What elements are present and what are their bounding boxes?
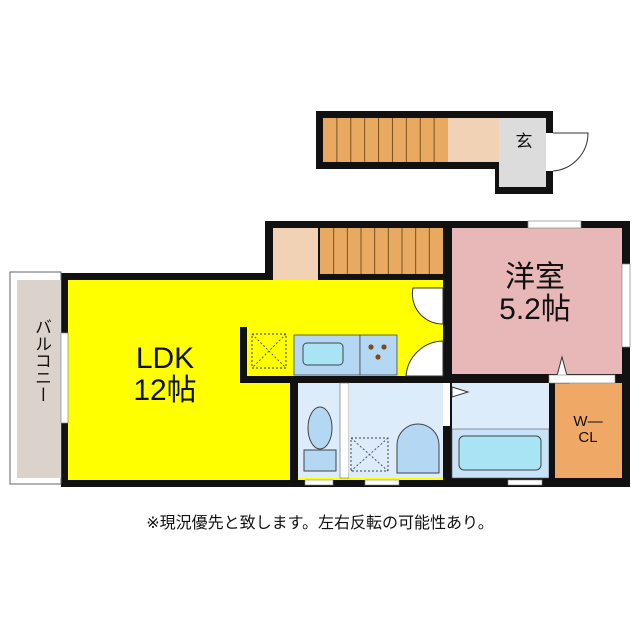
- ventilation-icon: [251, 333, 287, 369]
- window: [621, 263, 631, 348]
- landing-lower: [273, 228, 318, 280]
- window: [507, 479, 543, 486]
- landing-upper: [448, 118, 499, 162]
- ldk-size: 12帖: [133, 373, 197, 407]
- window: [304, 479, 334, 486]
- ldk-label: LDK 12帖: [100, 343, 230, 406]
- washbasin-icon: [396, 423, 440, 474]
- upper-stair-block: [316, 111, 589, 194]
- window: [527, 220, 582, 229]
- disclaimer-caption: ※現況優先と致します。左右反転の可能性あり。: [146, 513, 494, 532]
- entrance-area: [499, 118, 546, 187]
- western-room-label: 洋室 5.2帖: [470, 262, 600, 325]
- door-icon[interactable]: [405, 340, 444, 377]
- wcl-line2: CL: [578, 428, 598, 446]
- western-room: [452, 228, 622, 374]
- entrance-door-icon[interactable]: [552, 132, 589, 172]
- ldk-name: LDK: [135, 342, 195, 375]
- stairs-lower: [320, 228, 443, 274]
- entrance-label: 玄: [515, 132, 533, 151]
- balcony: [17, 280, 61, 478]
- window: [364, 479, 400, 486]
- toilet-icon: [307, 406, 333, 450]
- door-icon[interactable]: [411, 287, 444, 325]
- washer-space-icon: [350, 437, 389, 472]
- stairs-upper: [323, 118, 448, 162]
- bathtub-icon: [458, 435, 542, 471]
- western-room-name: 洋室: [505, 261, 565, 294]
- main-block: [9, 220, 631, 487]
- wcl-line1: W—: [573, 413, 603, 430]
- walk-in-closet: [555, 383, 622, 478]
- wcl-label: W— CL: [558, 414, 618, 446]
- western-room-size: 5.2帖: [499, 292, 571, 326]
- window: [60, 332, 69, 424]
- balcony-label: バルコニー: [32, 318, 51, 403]
